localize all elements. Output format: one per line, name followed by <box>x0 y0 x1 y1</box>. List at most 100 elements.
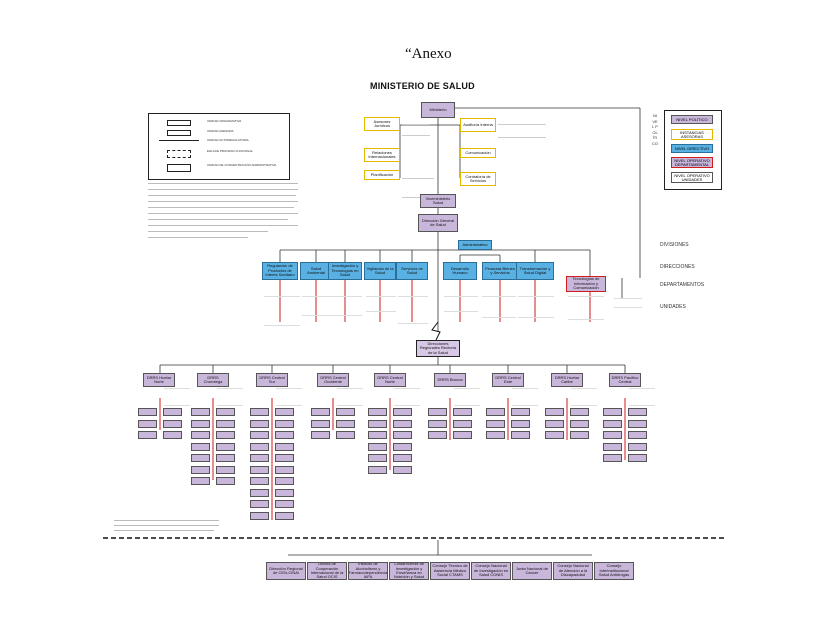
area-unit-node <box>275 488 294 497</box>
region-node: DRRS Central Occidente <box>317 373 349 387</box>
area-unit-node <box>191 442 210 451</box>
advisory-node: Planificación <box>364 170 400 180</box>
area-unit-node <box>428 431 447 439</box>
legend-notes <box>148 183 300 243</box>
division-node: Servicios de Salud <box>396 262 428 280</box>
area-unit-node <box>275 442 294 451</box>
attached-entity-node: Oficina de Cooperación Internacional de … <box>307 562 347 580</box>
region-notes <box>276 388 302 406</box>
region-node: DRRS Brunca <box>434 373 466 387</box>
area-unit-node <box>275 477 294 485</box>
area-unit-node <box>216 419 235 428</box>
division-notes <box>518 296 554 318</box>
area-unit-node <box>191 408 210 416</box>
region-notes <box>337 388 363 406</box>
area-unit-node <box>275 465 294 474</box>
area-unit-node <box>250 500 269 508</box>
footnote <box>114 525 219 526</box>
advisory-node: Asesores Jurídicos <box>364 117 400 131</box>
area-unit-node <box>250 408 269 416</box>
area-unit-node <box>250 477 269 485</box>
area-unit-node <box>216 442 235 451</box>
region-node: DRRS Huetar Caribe <box>551 373 583 387</box>
area-unit-node <box>393 408 412 416</box>
region-notes <box>571 388 597 406</box>
region-node: DRRS Central Norte <box>374 373 406 387</box>
area-unit-node <box>628 408 647 416</box>
area-unit-node <box>250 488 269 497</box>
legend-level: INSTANCIAS ASESORAS <box>671 129 713 140</box>
area-unit-node <box>216 465 235 474</box>
area-unit-node <box>250 442 269 451</box>
area-unit-node <box>486 431 505 439</box>
region-node: DRRS Huetar Norte <box>143 373 175 387</box>
area-unit-node <box>453 419 472 428</box>
division-node: Regulación de Productos de Interés Sanit… <box>262 262 298 280</box>
area-unit-node <box>250 419 269 428</box>
area-unit-node <box>545 419 564 428</box>
division-notes <box>614 298 642 308</box>
region-node: DRRS Chorotega <box>197 373 229 387</box>
area-unit-node <box>216 477 235 485</box>
division-notes <box>264 296 300 326</box>
area-unit-node <box>275 500 294 508</box>
area-unit-node <box>275 454 294 462</box>
area-unit-node <box>628 431 647 439</box>
vice-ministry-node: Viceministerio Salud <box>420 194 456 208</box>
legend-right: NIVEL POLÍTICO INSTANCIAS ASESORAS NIVEL… <box>664 110 722 190</box>
region-node: DRRS Central Sur <box>256 373 288 387</box>
level-label: DEPARTAMENTOS <box>660 282 705 288</box>
area-unit-node <box>216 454 235 462</box>
attached-entity-node: Consejo Nacional de Atención a la Discap… <box>553 562 593 580</box>
area-unit-node <box>453 431 472 439</box>
area-unit-node <box>191 477 210 485</box>
division-notes <box>398 296 428 324</box>
page-heading: “Anexo <box>405 46 452 62</box>
division-node: Desarrollo Humano <box>443 262 477 280</box>
legend-level: NIVEL POLÍTICO <box>671 115 713 124</box>
area-unit-node <box>163 431 182 439</box>
area-unit-node <box>191 419 210 428</box>
area-unit-node <box>368 419 387 428</box>
level-label: DIRECCIONES <box>660 264 695 270</box>
area-unit-node <box>428 419 447 428</box>
division-node: Investigación y Tecnologías en Salud <box>328 262 362 280</box>
area-unit-node <box>368 442 387 451</box>
advisory-node: Comunicación <box>460 148 496 158</box>
division-notes <box>302 296 332 316</box>
division-notes <box>568 296 604 320</box>
area-unit-node <box>393 454 412 462</box>
attached-entity-node: Consejo Nacional de Investigación en Sal… <box>471 562 511 580</box>
area-unit-node <box>311 408 330 416</box>
administrative-node: Administrativo <box>458 240 492 250</box>
advisory-node: Auditoría Interna <box>460 118 496 132</box>
area-unit-node <box>275 431 294 439</box>
area-unit-node <box>511 408 530 416</box>
area-unit-node <box>311 419 330 428</box>
area-unit-node <box>138 408 157 416</box>
area-unit-node <box>216 431 235 439</box>
division-notes <box>332 296 362 316</box>
level-label: UNIDADES <box>660 304 686 310</box>
footnote <box>114 520 219 521</box>
area-unit-node <box>275 419 294 428</box>
area-unit-node <box>368 454 387 462</box>
area-unit-node <box>511 431 530 439</box>
area-unit-node <box>393 419 412 428</box>
area-unit-node <box>191 454 210 462</box>
advisory-note <box>498 124 546 138</box>
division-notes <box>444 296 478 312</box>
area-unit-node <box>250 465 269 474</box>
region-notes <box>217 388 243 406</box>
area-unit-node <box>511 419 530 428</box>
legend-level: NIVEL OPERATIVO DEPARTAMENTAL <box>671 157 713 168</box>
division-node: Salud Ambiental <box>300 262 332 280</box>
area-unit-node <box>250 454 269 462</box>
area-unit-node <box>603 419 622 428</box>
area-unit-node <box>368 465 387 474</box>
region-node: DRRS Pacífico Central <box>609 373 641 387</box>
legend-level: NIVEL OPERATIVO UNIDADES <box>671 172 713 183</box>
area-unit-node <box>628 419 647 428</box>
area-unit-node <box>570 419 589 428</box>
area-unit-node <box>603 454 622 462</box>
